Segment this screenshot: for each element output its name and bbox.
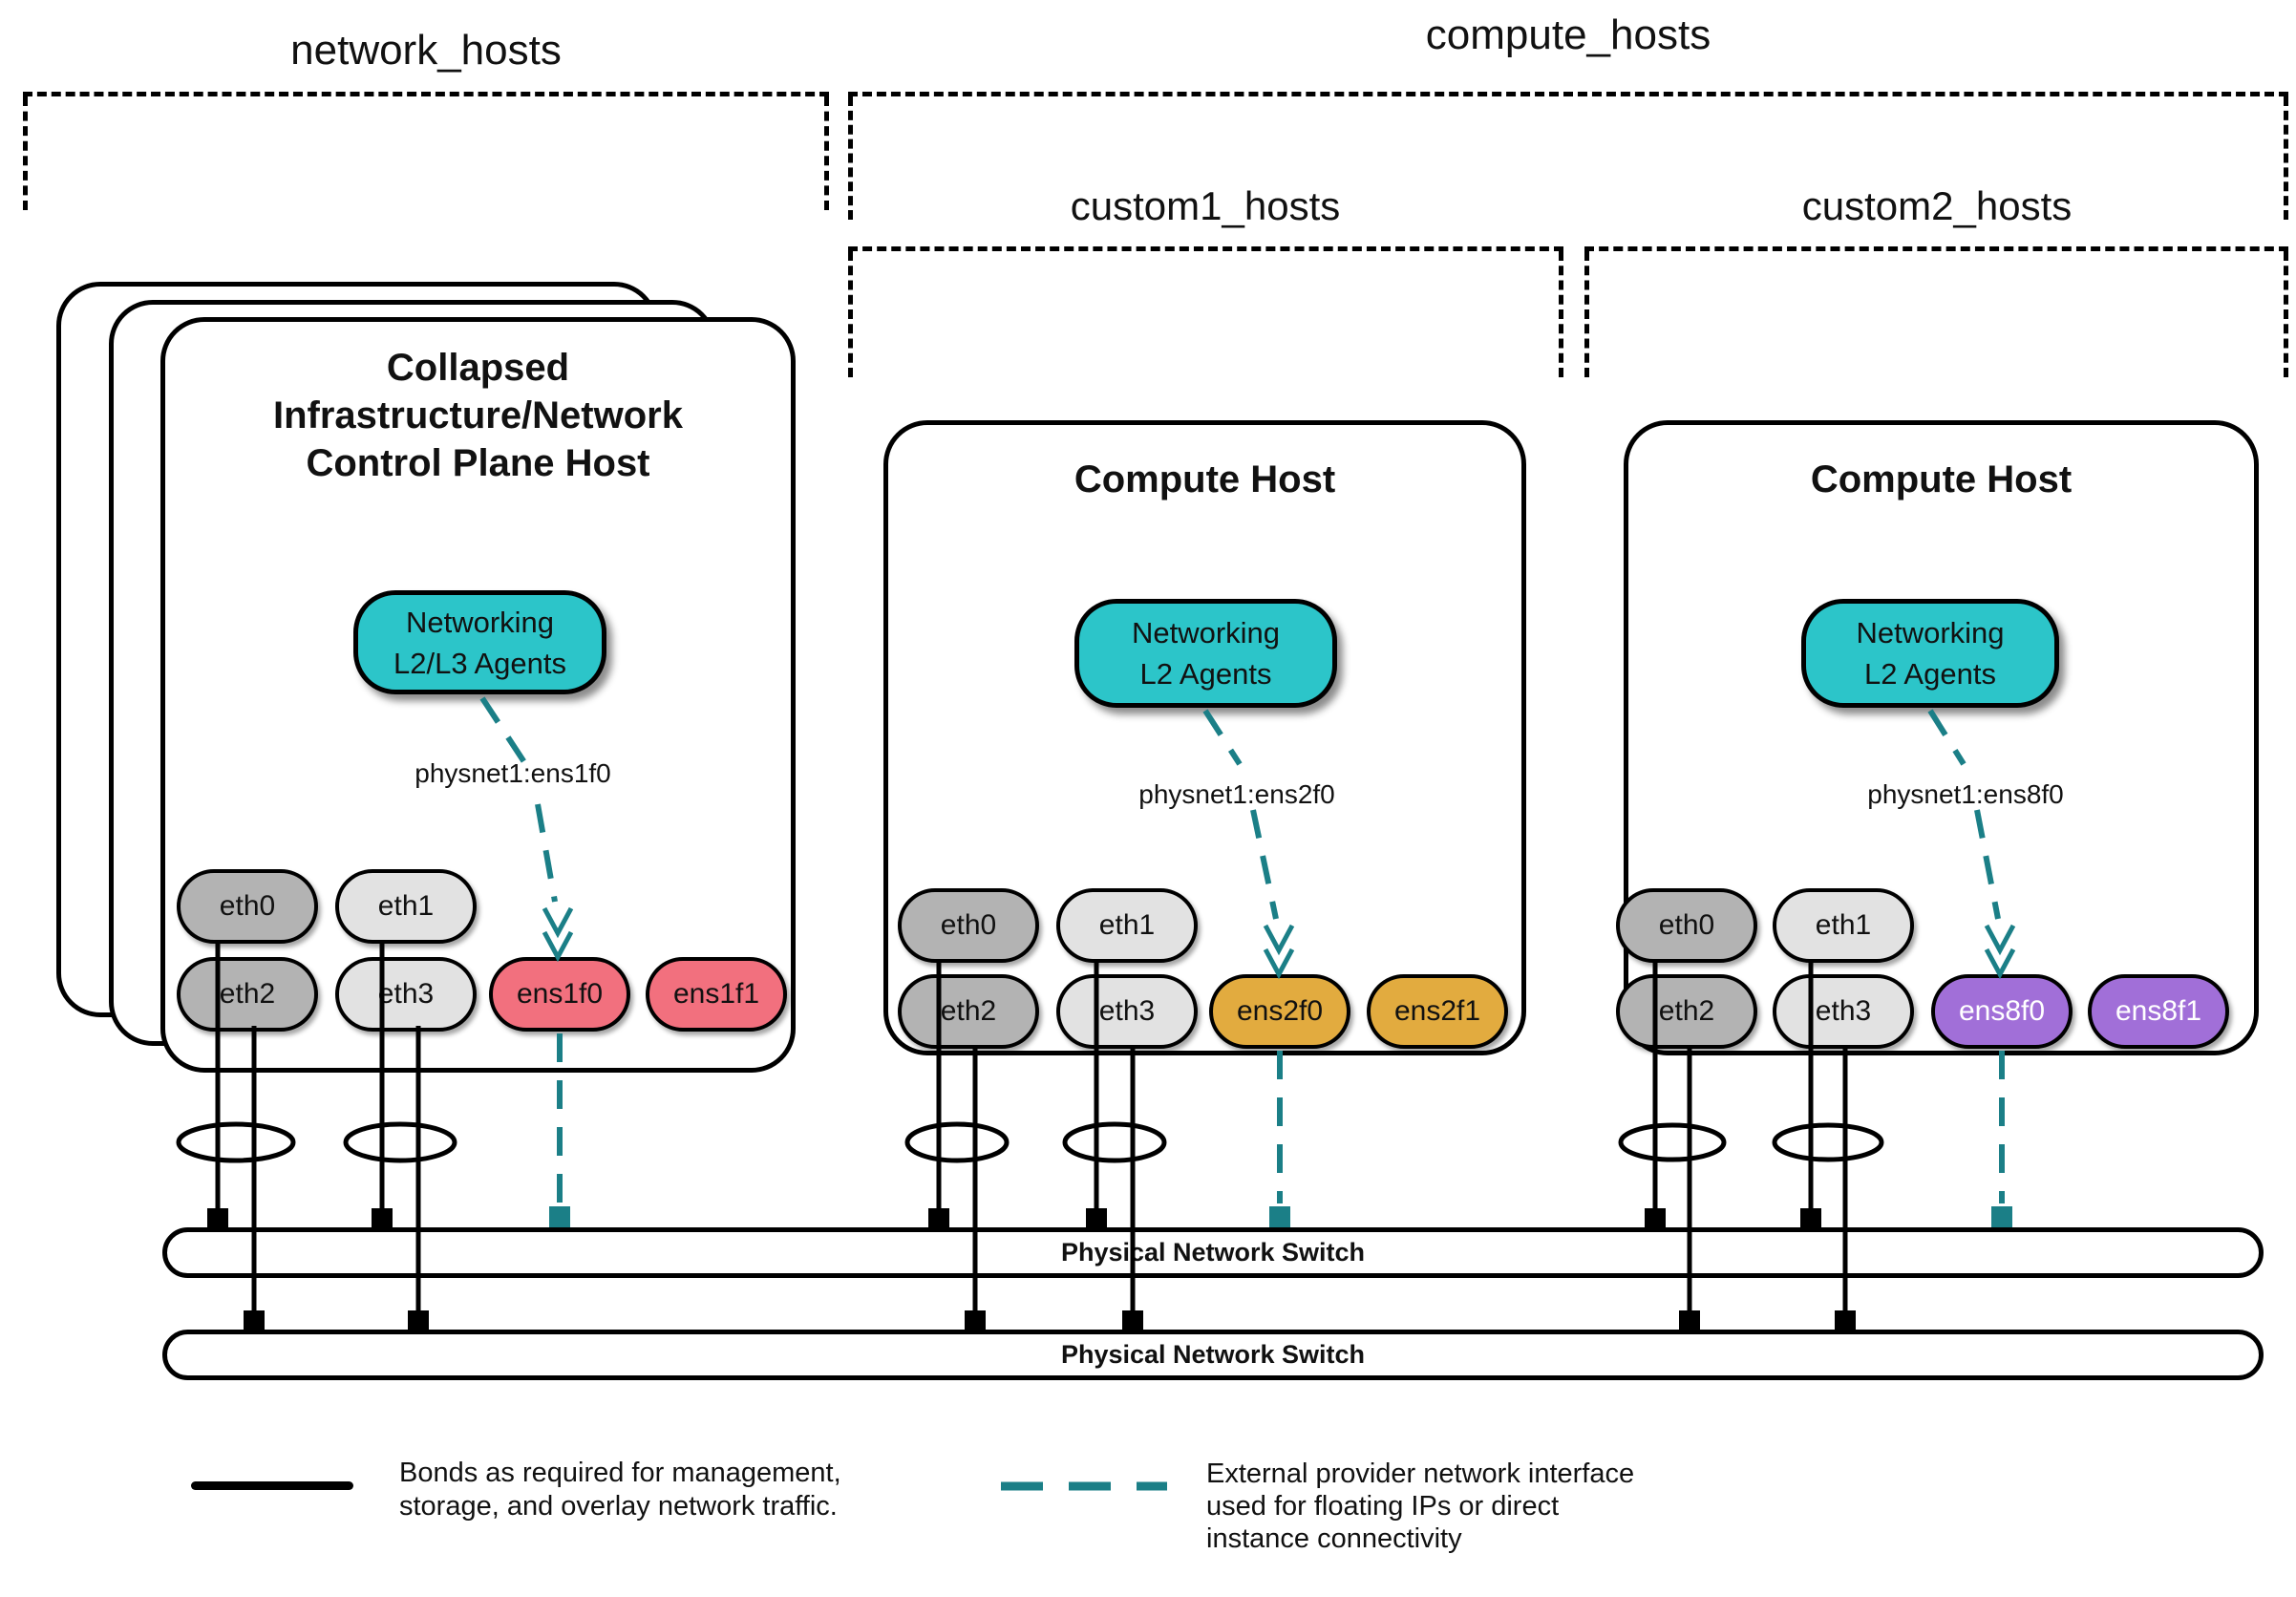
group-label-custom1-hosts: custom1_hosts xyxy=(1070,183,1341,228)
legend-provider-text-line2: used for floating IPs or direct xyxy=(1206,1491,1560,1522)
nic-pill-host1-ens1f1: ens1f1 xyxy=(646,957,787,1032)
bond-ellipse xyxy=(904,1121,1010,1163)
bracket-custom2-right-edge xyxy=(2284,251,2288,377)
legend-provider-text-line1: External provider network interface xyxy=(1206,1459,1635,1489)
group-label-custom2-hosts: custom2_hosts xyxy=(1801,183,2073,228)
physnet-label-compute2: physnet1:ens8f0 xyxy=(1867,779,2064,809)
group-label-compute-hosts: compute_hosts xyxy=(1425,11,1711,58)
compute-host2-title: Compute Host xyxy=(1643,456,2240,503)
compute-host1-title-line1: Compute Host xyxy=(1074,458,1336,500)
nic-pill-host1-eth2: eth2 xyxy=(177,957,318,1032)
nic-pill-compute2-eth1: eth1 xyxy=(1773,888,1914,963)
uplink-square xyxy=(1835,1310,1856,1330)
legend-bond-text: Bonds as required for management, storag… xyxy=(399,1457,841,1523)
uplink-square xyxy=(372,1208,393,1227)
uplink-squares-switch1 xyxy=(207,1208,1821,1227)
bracket-network-hosts xyxy=(23,92,829,210)
nic-pill-compute1-ens2f1: ens2f1 xyxy=(1367,974,1508,1049)
nic-pill-host1-ens1f0: ens1f0 xyxy=(489,957,630,1032)
agent-box-l2-l3-line2: L2/L3 Agents xyxy=(393,646,566,680)
control-plane-host-title-line2: Infrastructure/Network xyxy=(273,394,683,437)
control-plane-host-title-line3: Control Plane Host xyxy=(306,442,650,484)
agent-box-compute1-l2: Networking L2 Agents xyxy=(1074,599,1337,708)
nic-pill-compute1-eth1: eth1 xyxy=(1056,888,1198,963)
agent-box-compute2-line1: Networking xyxy=(1856,616,2005,649)
physnet-label-host1: physnet1:ens1f0 xyxy=(415,758,611,788)
legend-provider-text: External provider network interface used… xyxy=(1206,1458,1634,1555)
bracket-compute-left-edge xyxy=(848,96,853,220)
legend-bond-text-line2: storage, and overlay network traffic. xyxy=(399,1491,838,1522)
control-plane-host-title: Collapsed Infrastructure/Network Control… xyxy=(180,344,776,487)
bond-ellipse xyxy=(176,1121,296,1163)
agent-box-compute2-line2: L2 Agents xyxy=(1864,657,1996,691)
nic-pill-compute1-ens2f0: ens2f0 xyxy=(1209,974,1350,1049)
uplink-square xyxy=(965,1310,986,1330)
bond-ellipse xyxy=(1772,1122,1884,1162)
control-plane-host-title-line1: Collapsed xyxy=(386,347,570,389)
nic-pill-host1-eth0: eth0 xyxy=(177,869,318,944)
provider-square xyxy=(549,1206,570,1227)
uplink-square xyxy=(244,1310,265,1330)
switch-bar-2: Physical Network Switch xyxy=(162,1330,2264,1380)
provider-squares-switch1 xyxy=(549,1206,2012,1227)
bracket-custom1-right-edge xyxy=(1559,251,1563,377)
nic-pill-compute1-eth3: eth3 xyxy=(1056,974,1198,1049)
bond-ellipses xyxy=(176,1121,1884,1163)
legend-bond-text-line1: Bonds as required for management, xyxy=(399,1458,841,1488)
bracket-custom2-hosts xyxy=(1584,246,2288,377)
bracket-network-left-edge xyxy=(23,96,28,210)
nic-pill-compute2-ens8f0: ens8f0 xyxy=(1931,974,2073,1049)
group-label-network-hosts: network_hosts xyxy=(290,27,562,74)
agent-box-l2-l3: Networking L2/L3 Agents xyxy=(353,590,606,694)
bond-ellipse xyxy=(1618,1122,1727,1162)
bracket-custom1-hosts xyxy=(848,246,1563,377)
bracket-compute-right-edge xyxy=(2284,96,2288,220)
agent-box-compute1-line2: L2 Agents xyxy=(1139,657,1272,691)
agent-box-compute2-l2: Networking L2 Agents xyxy=(1801,599,2059,708)
compute-host1-title: Compute Host xyxy=(903,456,1507,503)
bond-ellipse xyxy=(343,1121,457,1163)
bond-ellipse xyxy=(1062,1121,1167,1163)
legend-bond-line xyxy=(191,1481,353,1490)
agent-box-compute1-line1: Networking xyxy=(1131,616,1281,649)
switch-bar-1-label: Physical Network Switch xyxy=(1060,1238,1366,1267)
switch-bar-2-label: Physical Network Switch xyxy=(1060,1340,1366,1369)
uplink-square xyxy=(1086,1208,1107,1227)
nic-pill-compute1-eth2: eth2 xyxy=(898,974,1039,1049)
provider-square xyxy=(1991,1206,2012,1227)
nic-pill-compute2-ens8f1: ens8f1 xyxy=(2088,974,2229,1049)
uplink-square xyxy=(1679,1310,1700,1330)
uplink-square xyxy=(408,1310,429,1330)
nic-pill-compute2-eth3: eth3 xyxy=(1773,974,1914,1049)
compute-host2-title-line1: Compute Host xyxy=(1810,458,2073,500)
uplink-square xyxy=(1122,1310,1143,1330)
agent-box-l2-l3-line1: Networking xyxy=(405,605,555,639)
physnet-label-compute1: physnet1:ens2f0 xyxy=(1138,779,1335,809)
uplink-square xyxy=(207,1208,228,1227)
uplink-square xyxy=(1645,1208,1666,1227)
switch-bar-1: Physical Network Switch xyxy=(162,1227,2264,1278)
bracket-custom1-left-edge xyxy=(848,251,853,377)
legend-provider-text-line3: instance connectivity xyxy=(1206,1523,1462,1554)
uplink-square xyxy=(928,1208,949,1227)
uplink-squares-switch2 xyxy=(244,1310,1856,1330)
nic-pill-compute2-eth0: eth0 xyxy=(1616,888,1757,963)
bracket-network-right-edge xyxy=(824,96,829,210)
nic-pill-compute2-eth2: eth2 xyxy=(1616,974,1757,1049)
control-plane-host-card xyxy=(160,317,796,1073)
nic-pill-compute1-eth0: eth0 xyxy=(898,888,1039,963)
nic-pill-host1-eth3: eth3 xyxy=(335,957,477,1032)
nic-pill-host1-eth1: eth1 xyxy=(335,869,477,944)
uplink-square xyxy=(1800,1208,1821,1227)
bracket-compute-hosts xyxy=(848,92,2288,220)
bracket-custom2-left-edge xyxy=(1584,251,1589,377)
provider-square xyxy=(1269,1206,1290,1227)
